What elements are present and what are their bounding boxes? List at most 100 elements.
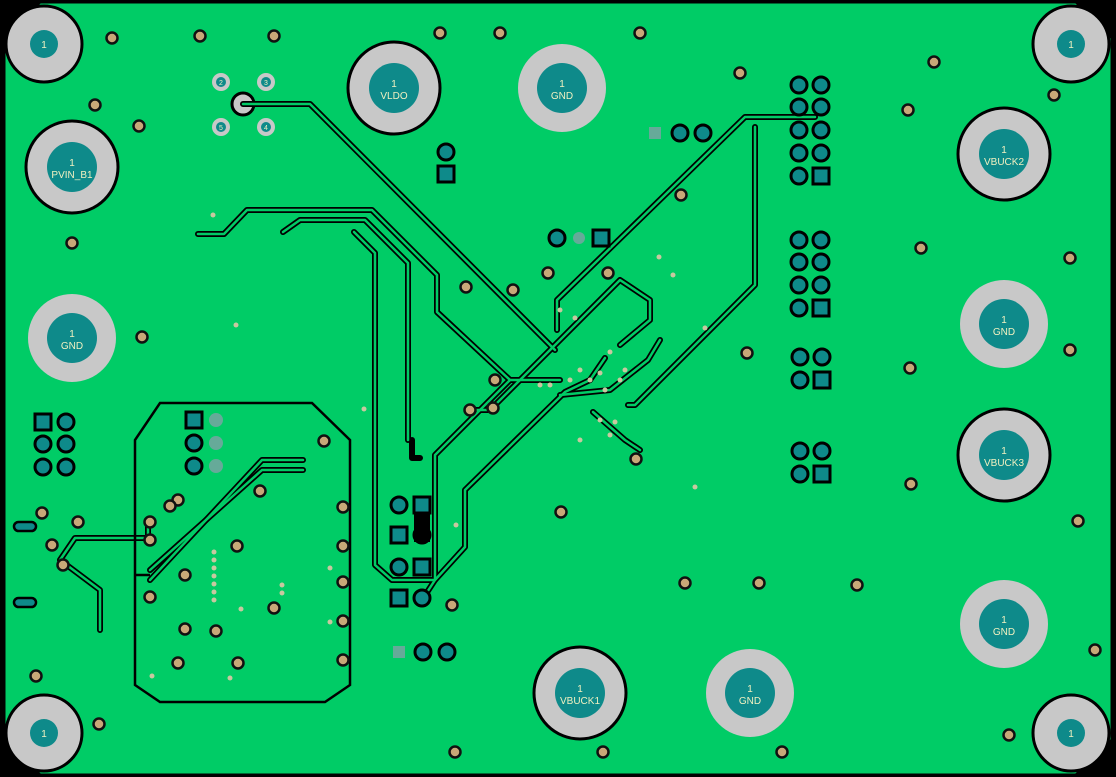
- sma-connector-pads: 2 3 5 4: [212, 73, 275, 136]
- pad-number: 1: [391, 79, 397, 90]
- micro-via: [577, 367, 583, 373]
- via: [336, 614, 350, 628]
- pad-number: 1: [41, 729, 47, 740]
- via: [486, 401, 500, 415]
- micro-via: [547, 382, 553, 388]
- pad-vbuck3[interactable]: 1 VBUCK3: [956, 407, 1052, 503]
- micro-via: [602, 387, 608, 393]
- pad-number: 1: [1001, 615, 1007, 626]
- via: [163, 499, 177, 513]
- micro-via: [211, 565, 217, 571]
- slot-hole: [12, 520, 38, 533]
- pad-number: 1: [1068, 729, 1074, 740]
- micro-via: [211, 589, 217, 595]
- pad-gnd-top[interactable]: 1 GND: [518, 44, 606, 132]
- via: [629, 452, 643, 466]
- pad-number: 1: [69, 329, 75, 340]
- pad-gnd-left[interactable]: 1 GND: [28, 294, 116, 382]
- via: [903, 361, 917, 375]
- via: [105, 31, 119, 45]
- via: [35, 506, 49, 520]
- pad-net-label: GND: [551, 91, 573, 102]
- micro-via: [587, 377, 593, 383]
- micro-via: [361, 406, 367, 412]
- mount-hole-bottom-right[interactable]: 1: [1031, 693, 1111, 773]
- pad-pvin-b1[interactable]: 1 PVIN_B1: [24, 119, 120, 215]
- via: [901, 103, 915, 117]
- via: [71, 515, 85, 529]
- via: [336, 539, 350, 553]
- micro-via: [211, 597, 217, 603]
- pad-vbuck1[interactable]: 1 VBUCK1: [532, 645, 628, 741]
- mount-hole-bottom-left[interactable]: 1: [4, 693, 84, 773]
- via: [1088, 643, 1102, 657]
- micro-via: [327, 619, 333, 625]
- header-j-vertical[interactable]: [436, 142, 456, 184]
- pad-number: 1: [1001, 145, 1007, 156]
- via: [267, 29, 281, 43]
- pad-number: 1: [577, 684, 583, 695]
- header-j-small-1[interactable]: [790, 347, 832, 390]
- header-j-keepout[interactable]: [184, 410, 223, 476]
- micro-via: [597, 417, 603, 423]
- copper-fill-block: [414, 512, 430, 542]
- micro-via: [149, 673, 155, 679]
- header-j-top-right[interactable]: [789, 75, 831, 186]
- pad-number: 1: [1001, 446, 1007, 457]
- via: [143, 590, 157, 604]
- small-pad-label: 2: [219, 80, 223, 87]
- pad-number: 1: [69, 158, 75, 169]
- micro-via: [656, 254, 662, 260]
- keepout-region: [133, 401, 352, 704]
- pad-net-label: VBUCK2: [984, 157, 1024, 168]
- via: [143, 533, 157, 547]
- header-j-top-center[interactable]: [649, 123, 713, 143]
- pad-gnd-bottom[interactable]: 1 GND: [706, 649, 794, 737]
- via: [914, 241, 928, 255]
- via: [209, 624, 223, 638]
- via: [253, 484, 267, 498]
- micro-via: [607, 432, 613, 438]
- via: [92, 717, 106, 731]
- via: [448, 745, 462, 759]
- via: [733, 66, 747, 80]
- pad-number: 1: [1068, 40, 1074, 51]
- via: [493, 26, 507, 40]
- micro-via: [211, 581, 217, 587]
- header-j-mid[interactable]: [547, 228, 611, 248]
- micro-via: [211, 557, 217, 563]
- via: [29, 669, 43, 683]
- header-j-left[interactable]: [33, 412, 76, 477]
- pad-net-label: VBUCK3: [984, 458, 1024, 469]
- via: [132, 119, 146, 133]
- pad-net-label: PVIN_B1: [51, 170, 93, 181]
- via: [143, 515, 157, 529]
- micro-via: [577, 437, 583, 443]
- via: [850, 578, 864, 592]
- header-j-mid-right[interactable]: [789, 230, 831, 318]
- mount-hole-top-right[interactable]: 1: [1031, 4, 1111, 84]
- via: [56, 558, 70, 572]
- via: [336, 653, 350, 667]
- header-j-small-2[interactable]: [790, 441, 832, 484]
- via: [601, 266, 615, 280]
- mount-hole-top-left[interactable]: 1: [4, 4, 84, 84]
- via: [65, 236, 79, 250]
- via: [336, 500, 350, 514]
- small-pad-label: 5: [219, 125, 223, 132]
- pad-net-label: GND: [739, 696, 761, 707]
- pad-vldo[interactable]: 1 VLDO: [346, 40, 442, 136]
- pad-gnd-right[interactable]: 1 GND: [960, 280, 1048, 368]
- via: [554, 505, 568, 519]
- pad-vbuck2[interactable]: 1 VBUCK2: [956, 106, 1052, 202]
- via: [1002, 728, 1016, 742]
- via: [596, 745, 610, 759]
- pad-gnd-right-2[interactable]: 1 GND: [960, 580, 1048, 668]
- header-j-bottom-center[interactable]: [393, 642, 457, 662]
- via: [178, 568, 192, 582]
- via: [1063, 251, 1077, 265]
- pad-number: 1: [559, 79, 565, 90]
- pad-net-label: GND: [61, 341, 83, 352]
- via: [740, 346, 754, 360]
- micro-via: [211, 573, 217, 579]
